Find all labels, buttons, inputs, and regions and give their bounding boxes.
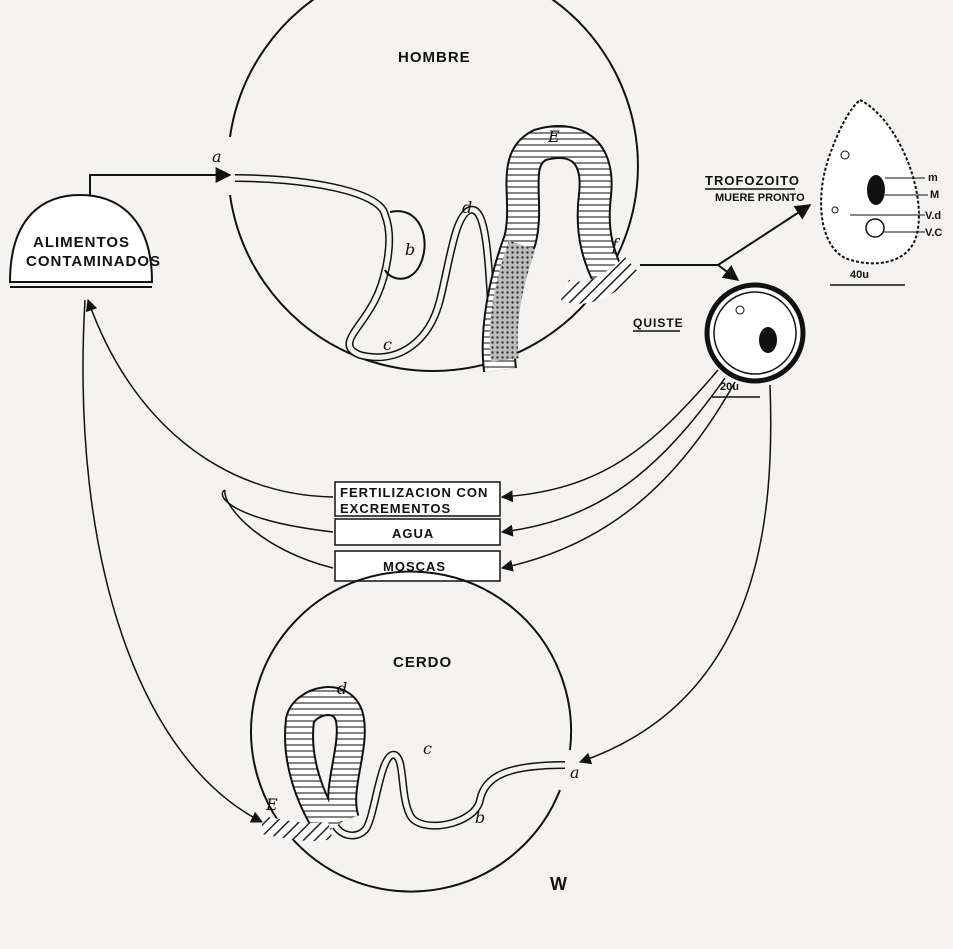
human-host-label: HOMBRE — [398, 49, 471, 66]
route-water: AGUA — [392, 526, 434, 541]
arrow-fertilization-to-food — [88, 300, 333, 497]
human-letter-b: b — [405, 240, 415, 259]
trophozoite-part-M: M — [930, 189, 939, 201]
human-letter-e: E — [547, 127, 560, 146]
pig-letter-d: d — [337, 679, 347, 698]
trophozoite-part-vc: V.C — [925, 227, 942, 239]
human-letter-d: d — [462, 198, 472, 217]
pig-letter-e: E — [265, 795, 278, 814]
arrow-flies-to-food — [225, 490, 333, 568]
pig-rectum — [262, 825, 330, 832]
pig-letter-c: c — [423, 739, 432, 758]
food-label-line1: ALIMENTOS — [33, 234, 130, 251]
trophozoite-title: TROFOZOITO — [705, 173, 800, 188]
trophozoite-scale-label: 40u — [850, 269, 869, 281]
cyst: QUISTE 20u — [633, 285, 803, 397]
cyst-nucleus — [759, 327, 777, 353]
route-fertilization-line2: EXCREMENTOS — [340, 501, 451, 516]
transmission-routes: FERTILIZACION CON EXCREMENTOS AGUA MOSCA… — [335, 482, 500, 581]
cyst-title: QUISTE — [633, 316, 684, 330]
pig-letter-a: a — [570, 763, 580, 782]
pig-letter-b: b — [475, 808, 485, 827]
human-small-intestine — [235, 178, 495, 360]
arrow-to-trophozoite — [718, 205, 810, 265]
pig-host: CERDO a b c d E W — [251, 572, 579, 894]
trophozoite-subtitle: MUERE PRONTO — [715, 192, 805, 204]
trophozoite-part-m: m — [928, 172, 938, 184]
contaminated-food-dome: ALIMENTOS CONTAMINADOS — [10, 195, 161, 287]
trophozoite-macronucleus — [867, 175, 885, 205]
human-colon-dotted — [504, 245, 522, 360]
human-host: HOMBRE a b c d E f — [212, 0, 638, 371]
arrow-cyst-to-water — [502, 378, 725, 532]
human-letter-a: a — [212, 147, 222, 166]
arrow-cyst-to-flies — [502, 382, 735, 568]
food-label-line2: CONTAMINADOS — [26, 253, 161, 270]
pig-host-label: CERDO — [393, 654, 452, 671]
trophozoite: m M V.d V.C 40u TROFOZOITO MUERE PRONTO — [705, 100, 942, 285]
cyst-outer-wall — [707, 285, 803, 381]
arrow-cyst-to-fertilization — [502, 370, 718, 497]
arrow-food-to-pig — [83, 300, 262, 822]
trophozoite-part-vd: V.d — [925, 210, 941, 222]
arrow-to-cyst — [718, 265, 738, 280]
arrow-food-to-human — [90, 175, 230, 195]
arrow-cyst-to-pig — [580, 385, 771, 762]
route-fertilization-line1: FERTILIZACION CON — [340, 485, 488, 500]
human-letter-c: c — [383, 335, 392, 354]
artist-monogram: W — [550, 874, 568, 894]
